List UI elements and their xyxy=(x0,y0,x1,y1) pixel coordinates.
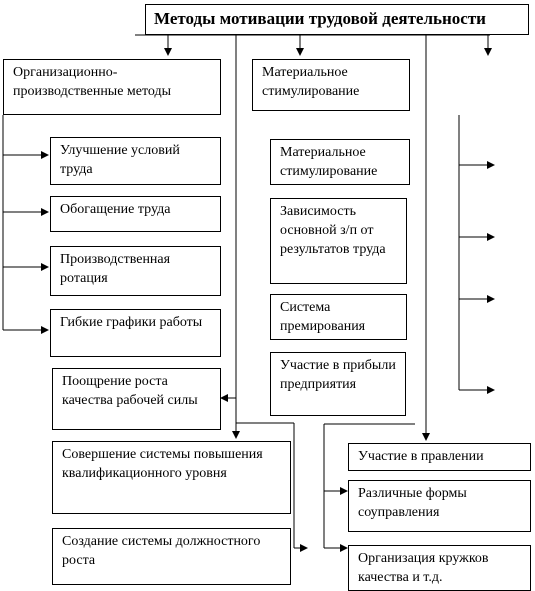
lower-right-item-co-management: Различные формы соуправления xyxy=(348,480,531,532)
lower-right-item-management-participation: Участие в правлении xyxy=(348,443,531,471)
material-item-salary-dependence: Зависимость основной з/п от результатов … xyxy=(270,198,407,284)
material-item-profit-sharing: Участие в прибыли предприятия xyxy=(270,352,406,416)
diagram-title: Методы мотивации трудовой деятельности xyxy=(145,4,529,35)
org-item-job-enrichment: Обогащение труда xyxy=(50,196,221,232)
lower-left-item-qualification-system: Совершение системы повышения квалификаци… xyxy=(52,441,291,514)
lower-right-item-quality-circles: Организация кружков качества и т.д. xyxy=(348,545,531,591)
material-item-stimulation: Материальное стимулирование xyxy=(270,139,410,185)
org-item-job-rotation: Производственная ротация xyxy=(50,246,221,296)
lower-left-item-workforce-quality: Поощрение роста качества рабочей силы xyxy=(52,368,221,430)
org-item-flexible-schedules: Гибкие графики работы xyxy=(50,309,221,357)
organizational-methods-box: Организационно-производственные методы xyxy=(3,59,221,115)
material-stimulation-group-box: Материальное стимулирование xyxy=(252,59,410,111)
lower-left-item-career-growth: Создание системы должностного роста xyxy=(52,528,291,585)
material-item-bonus-system: Система премирования xyxy=(270,294,407,340)
org-item-working-conditions: Улучшение условий труда xyxy=(50,137,221,185)
